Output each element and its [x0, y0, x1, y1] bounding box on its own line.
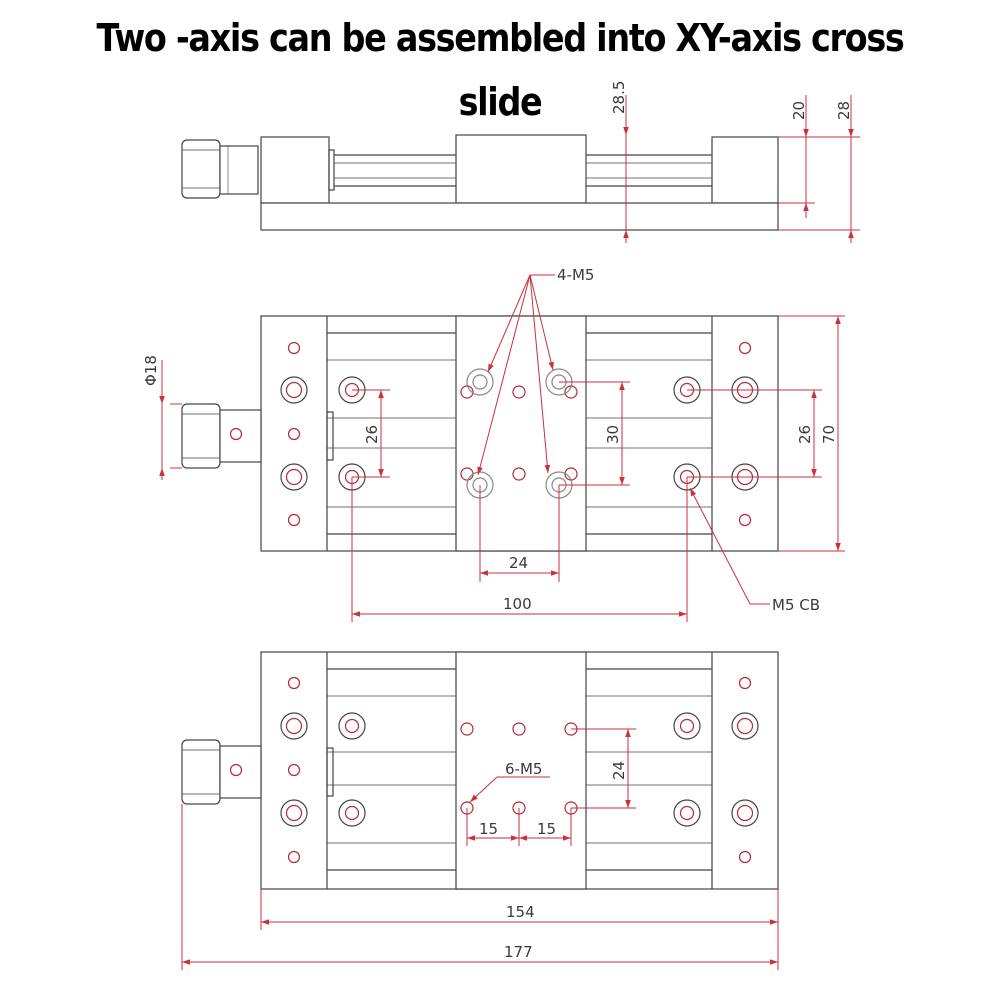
top-view — [181, 315, 779, 552]
top-carriage[interactable] — [455, 315, 587, 552]
side-view — [181, 134, 779, 231]
callout-6-m5: 6-M5 — [505, 760, 542, 778]
bottom-holes — [229, 676, 759, 864]
callout-m5-cb: M5 CB — [772, 596, 820, 614]
side-knob-collar — [219, 145, 259, 195]
dim-top-24: 24 — [509, 554, 528, 572]
side-carriage[interactable] — [455, 134, 587, 204]
dim-side-20: 20 — [790, 101, 808, 120]
dim-side-28: 28 — [835, 101, 853, 120]
dim-bottom-154: 154 — [506, 903, 535, 921]
dim-top-26-right: 26 — [796, 425, 814, 444]
dim-bottom-177: 177 — [504, 943, 533, 961]
dim-bottom-15-left: 15 — [479, 820, 498, 838]
dim-side-28-5: 28.5 — [610, 81, 628, 114]
dim-top-26-left: 26 — [363, 425, 381, 444]
dim-diameter: Φ18 — [142, 355, 160, 386]
dim-top-100: 100 — [503, 595, 532, 613]
side-base — [260, 202, 779, 231]
dim-bottom-24: 24 — [610, 761, 628, 780]
bottom-view-dimensions — [181, 728, 779, 970]
side-knob[interactable] — [181, 139, 221, 199]
side-end-block-right — [711, 136, 779, 204]
bottom-carriage[interactable] — [455, 651, 587, 890]
callout-4-m5: 4-M5 — [557, 266, 594, 284]
top-view-dimensions — [159, 274, 845, 622]
page-title: Two -axis can be assembled into XY-axis … — [96, 16, 905, 124]
side-view-dimensions — [623, 95, 860, 243]
bottom-view — [181, 651, 779, 890]
side-end-block-left — [260, 136, 330, 204]
dim-top-70: 70 — [820, 425, 838, 444]
dim-bottom-15-right: 15 — [537, 820, 556, 838]
dim-top-30: 30 — [604, 425, 622, 444]
